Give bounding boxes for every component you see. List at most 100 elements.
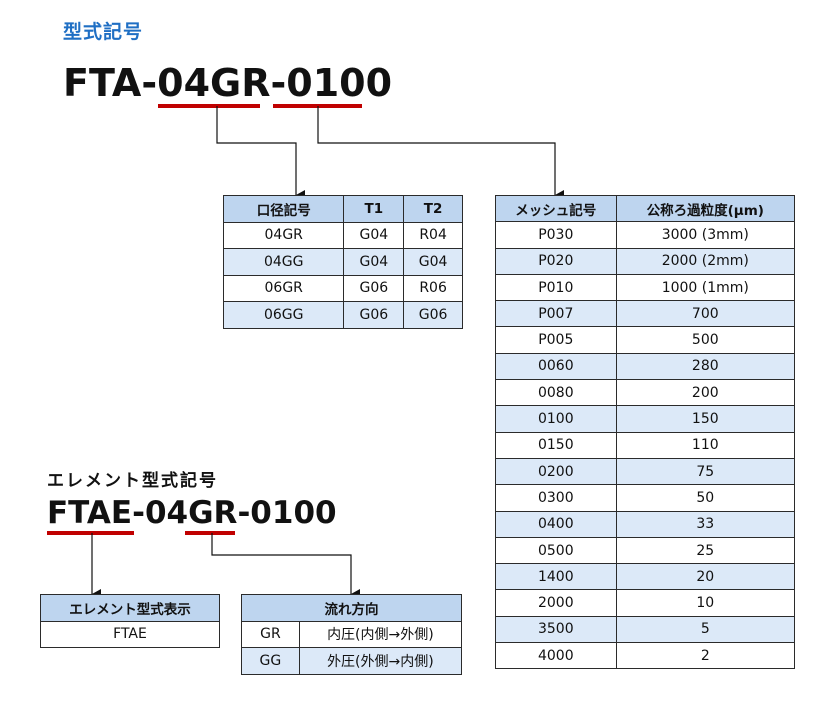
- port-t1-cell: G06: [343, 301, 405, 329]
- table-row: GG 外圧(外側→内側): [241, 647, 463, 675]
- port-t1-cell: G06: [343, 274, 405, 302]
- mesh-code-cell: 0150: [495, 431, 617, 459]
- flow-desc-cell: 内圧(内側→外側): [298, 620, 463, 648]
- mesh-code-cell: 2000: [495, 589, 617, 617]
- mesh-rating-cell: 110: [615, 431, 796, 459]
- mesh-rating-cell: 10: [615, 589, 796, 617]
- model-code-separator: -: [141, 61, 158, 105]
- mesh-rating-cell: 2000 (2mm): [615, 247, 796, 275]
- mesh-rating-cell: 280: [615, 352, 796, 381]
- element-header: エレメント型式表示: [40, 594, 220, 622]
- element-type-table: エレメント型式表示 FTAE: [40, 594, 220, 648]
- mesh-rating-cell: 1000 (1mm): [615, 273, 796, 302]
- arrow-to-flow-table: [211, 533, 360, 599]
- mesh-code-cell: 0200: [495, 457, 617, 486]
- mesh-header-code: メッシュ記号: [495, 194, 617, 223]
- mesh-code-cell: 1400: [495, 563, 617, 591]
- port-t2-cell: G06: [403, 301, 463, 329]
- port-t2-cell: R04: [403, 221, 463, 249]
- port-header-t1: T1: [343, 195, 405, 223]
- mesh-code-cell: P007: [495, 300, 617, 328]
- mesh-rating-cell: 150: [615, 405, 796, 433]
- mesh-code-cell: P005: [495, 326, 617, 354]
- mesh-code-cell: 0060: [495, 352, 617, 381]
- table-row: 04GG G04 G04: [222, 248, 463, 276]
- model-code-port-segment: 04GR: [157, 61, 271, 105]
- port-code-cell: 04GG: [222, 248, 345, 276]
- port-size-table: 口径記号 T1 T2 04GR G04 R04 04GG G04 G04 06G…: [222, 195, 463, 329]
- element-code-prefix: FTAE: [47, 495, 133, 531]
- table-row: GR 内圧(内側→外側): [241, 620, 463, 648]
- flow-direction-table: 流れ方向 GR 内圧(内側→外側) GG 外圧(外側→内側): [241, 594, 463, 675]
- flow-desc-cell: 外圧(外側→内側): [298, 647, 463, 675]
- port-code-cell: 04GR: [222, 221, 345, 249]
- mesh-rating-cell: 75: [615, 457, 796, 486]
- section-title-element-code: エレメント型式記号: [47, 471, 218, 491]
- mesh-rating-cell: 5: [615, 615, 796, 644]
- table-row: 06GR G06 R06: [222, 274, 463, 302]
- model-code-separator: -: [270, 61, 287, 105]
- element-code-suffix: -0100: [237, 495, 337, 531]
- mesh-code-cell: 0400: [495, 510, 617, 538]
- port-t1-cell: G04: [343, 221, 405, 249]
- element-value-cell: FTAE: [40, 620, 220, 648]
- section-title-model-code: 型式記号: [63, 21, 144, 43]
- mesh-code-cell: 3500: [495, 615, 617, 644]
- element-code-flow-segment: GR: [188, 495, 238, 531]
- flow-header: 流れ方向: [241, 594, 462, 622]
- port-code-cell: 06GR: [222, 274, 345, 302]
- mesh-code-cell: 0100: [495, 405, 617, 433]
- model-code-mesh-segment: 0100: [286, 61, 393, 105]
- mesh-rating-cell: 3000 (3mm): [615, 221, 796, 249]
- table-row: 06GG G06 G06: [222, 301, 463, 329]
- mesh-code-cell: 0500: [495, 536, 617, 565]
- port-header-t2: T2: [403, 195, 463, 223]
- port-header-code: 口径記号: [222, 195, 345, 223]
- mesh-rating-cell: 500: [615, 326, 796, 354]
- mesh-code-cell: P030: [495, 221, 617, 249]
- port-t1-cell: G04: [343, 248, 405, 276]
- mesh-code-cell: 0300: [495, 484, 617, 512]
- mesh-rating-cell: 20: [615, 563, 796, 591]
- flow-code-cell: GR: [241, 620, 300, 648]
- port-t2-cell: R06: [403, 274, 463, 302]
- model-code-ftae: FTAE-04GR-0100: [47, 494, 337, 532]
- mesh-rating-cell: 33: [615, 510, 796, 538]
- port-code-cell: 06GG: [222, 301, 345, 329]
- mesh-rating-cell: 700: [615, 300, 796, 328]
- table-row: 04GR G04 R04: [222, 221, 463, 249]
- mesh-code-cell: P010: [495, 273, 617, 302]
- mesh-code-cell: 4000: [495, 642, 617, 670]
- element-code-middle: -04: [132, 495, 189, 531]
- mesh-code-cell: 0080: [495, 379, 617, 407]
- table-row: FTAE: [40, 620, 220, 648]
- arrow-to-mesh-table: [317, 106, 564, 200]
- port-t2-cell: G04: [403, 248, 463, 276]
- arrow-to-port-table: [216, 106, 305, 200]
- mesh-header-rating: 公称ろ過粒度(μm): [615, 194, 796, 223]
- model-code-prefix: FTA: [63, 61, 142, 105]
- mesh-rating-cell: 50: [615, 484, 796, 512]
- mesh-rating-cell: 200: [615, 379, 796, 407]
- mesh-rating-cell: 2: [615, 642, 796, 670]
